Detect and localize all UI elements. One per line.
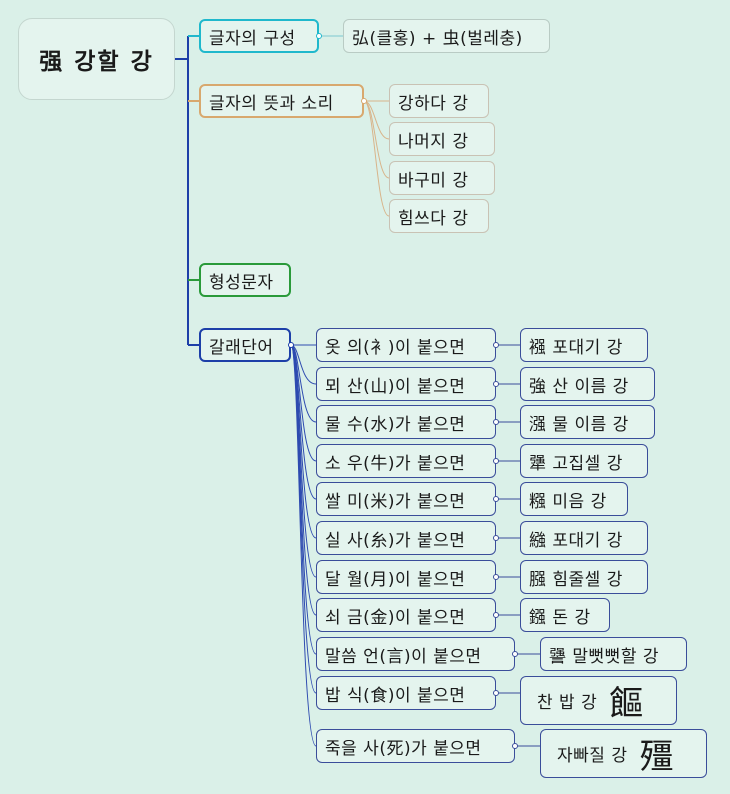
word-label: 자빠질 강 bbox=[557, 746, 628, 766]
radical-node-8[interactable]: 말씀 언(言)이 붙으면 bbox=[316, 637, 515, 671]
meaning-leaf-label: 나머지 강 bbox=[398, 131, 469, 152]
connector-dot bbox=[493, 342, 499, 348]
meaning-leaf-3[interactable]: 힘쓰다 강 bbox=[389, 199, 489, 233]
radical-node-2[interactable]: 물 수(水)가 붙으면 bbox=[316, 405, 496, 439]
radical-node-10[interactable]: 죽을 사(死)가 붙으면 bbox=[316, 729, 515, 763]
radical-label: 옷 의(衤)이 붙으면 bbox=[325, 337, 466, 358]
radical-node-6[interactable]: 달 월(月)이 붙으면 bbox=[316, 560, 496, 594]
word-label: 繈 포대기 강 bbox=[529, 530, 623, 551]
word-node-3[interactable]: 犟 고집셀 강 bbox=[520, 444, 648, 478]
radical-label: 말씀 언(言)이 붙으면 bbox=[325, 646, 482, 667]
meaning-leaf-label: 바구미 강 bbox=[398, 170, 469, 191]
big-character: 饇 bbox=[609, 684, 644, 724]
connector-dot bbox=[493, 496, 499, 502]
connector-dot bbox=[512, 743, 518, 749]
connector-dot bbox=[493, 458, 499, 464]
branch-formation-label: 형성문자 bbox=[209, 272, 274, 293]
word-node-6[interactable]: 膙 힘줄셀 강 bbox=[520, 560, 648, 594]
branch-composition-label: 글자의 구성 bbox=[209, 28, 296, 49]
connector-dot bbox=[493, 690, 499, 696]
radical-label: 쌀 미(米)가 붙으면 bbox=[325, 491, 466, 512]
connector-line bbox=[363, 100, 390, 217]
word-label: 糨 미음 강 bbox=[529, 491, 607, 512]
radical-label: 달 월(月)이 붙으면 bbox=[325, 569, 466, 590]
radical-label: 물 수(水)가 붙으면 bbox=[325, 414, 466, 435]
word-label: 찬 밥 강 bbox=[537, 693, 598, 713]
branch-formation[interactable]: 형성문자 bbox=[199, 263, 291, 297]
branch-derived-words-label: 갈래단어 bbox=[209, 337, 274, 358]
radical-label: 쇠 금(金)이 붙으면 bbox=[325, 607, 466, 628]
word-label: 膙 힘줄셀 강 bbox=[529, 569, 623, 590]
connector-dot bbox=[493, 574, 499, 580]
radical-label: 죽을 사(死)가 붙으면 bbox=[325, 738, 482, 759]
meaning-leaf-label: 힘쓰다 강 bbox=[398, 208, 469, 229]
word-node-0[interactable]: 襁 포대기 강 bbox=[520, 328, 648, 362]
meaning-leaf-0[interactable]: 강하다 강 bbox=[389, 84, 489, 118]
radical-node-0[interactable]: 옷 의(衤)이 붙으면 bbox=[316, 328, 496, 362]
root-node[interactable]: 强 강할 강 bbox=[18, 18, 175, 100]
branch-derived-words[interactable]: 갈래단어 bbox=[199, 328, 291, 362]
connector-line bbox=[290, 344, 317, 747]
word-node-10[interactable]: 자빠질 강 殭 bbox=[540, 729, 707, 778]
connector-dot bbox=[361, 98, 367, 104]
connector-dot bbox=[493, 535, 499, 541]
radical-node-7[interactable]: 쇠 금(金)이 붙으면 bbox=[316, 598, 496, 632]
word-node-5[interactable]: 繈 포대기 강 bbox=[520, 521, 648, 555]
word-node-7[interactable]: 鏹 돈 강 bbox=[520, 598, 610, 632]
word-node-2[interactable]: 漒 물 이름 강 bbox=[520, 405, 655, 439]
connector-dot bbox=[493, 381, 499, 387]
big-character: 殭 bbox=[639, 737, 674, 777]
connector-dot bbox=[288, 342, 294, 348]
branch-composition[interactable]: 글자의 구성 bbox=[199, 19, 319, 53]
radical-node-5[interactable]: 실 사(糸)가 붙으면 bbox=[316, 521, 496, 555]
meaning-leaf-label: 강하다 강 bbox=[398, 93, 469, 114]
branch-meaning-sound-label: 글자의 뜻과 소리 bbox=[209, 93, 334, 114]
connector-dot bbox=[493, 419, 499, 425]
radical-label: 밥 식(食)이 붙으면 bbox=[325, 685, 466, 706]
root-label: 强 강할 강 bbox=[39, 49, 154, 75]
radical-node-9[interactable]: 밥 식(食)이 붙으면 bbox=[316, 676, 496, 710]
radical-node-1[interactable]: 뫼 산(山)이 붙으면 bbox=[316, 367, 496, 401]
radical-label: 소 우(牛)가 붙으면 bbox=[325, 453, 466, 474]
word-label: 襁 포대기 강 bbox=[529, 337, 623, 358]
composition-leaf-label: 弘(클홍) + 虫(벌레충) bbox=[352, 28, 523, 49]
radical-node-4[interactable]: 쌀 미(米)가 붙으면 bbox=[316, 482, 496, 516]
word-node-8[interactable]: 謽 말뻣뻣할 강 bbox=[540, 637, 687, 671]
connector-dot bbox=[316, 33, 322, 39]
meaning-leaf-2[interactable]: 바구미 강 bbox=[389, 161, 495, 195]
branch-meaning-sound[interactable]: 글자의 뜻과 소리 bbox=[199, 84, 364, 118]
word-label: 謽 말뻣뻣할 강 bbox=[549, 646, 660, 667]
composition-leaf[interactable]: 弘(클홍) + 虫(벌레충) bbox=[343, 19, 550, 53]
radical-node-3[interactable]: 소 우(牛)가 붙으면 bbox=[316, 444, 496, 478]
radical-label: 실 사(糸)가 붙으면 bbox=[325, 530, 466, 551]
connector-dot bbox=[512, 651, 518, 657]
connector-dot bbox=[493, 612, 499, 618]
word-label: 漒 물 이름 강 bbox=[529, 414, 629, 435]
word-label: 鏹 돈 강 bbox=[529, 607, 591, 628]
word-node-1[interactable]: 強 산 이름 강 bbox=[520, 367, 655, 401]
word-label: 強 산 이름 강 bbox=[529, 376, 629, 397]
radical-label: 뫼 산(山)이 붙으면 bbox=[325, 376, 466, 397]
meaning-leaf-1[interactable]: 나머지 강 bbox=[389, 122, 495, 156]
word-node-9[interactable]: 찬 밥 강 饇 bbox=[520, 676, 677, 725]
word-label: 犟 고집셀 강 bbox=[529, 453, 623, 474]
word-node-4[interactable]: 糨 미음 강 bbox=[520, 482, 628, 516]
